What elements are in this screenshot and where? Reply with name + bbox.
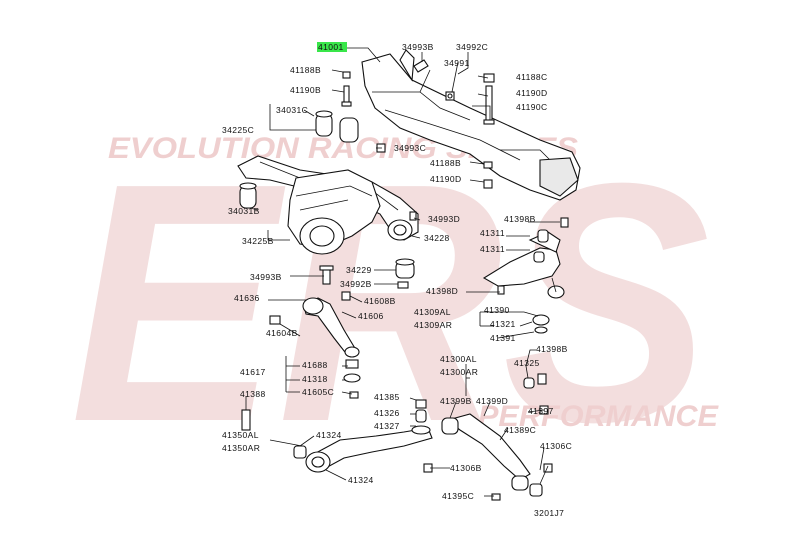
label-41190d-mid[interactable]: 41190D xyxy=(430,174,462,184)
label-41188b-top[interactable]: 41188B xyxy=(290,65,321,75)
label-41188c[interactable]: 41188C xyxy=(516,72,548,82)
label-41318[interactable]: 41318 xyxy=(302,374,328,384)
bushings xyxy=(239,110,415,279)
label-34993b-lower[interactable]: 34993B xyxy=(250,272,282,282)
label-41608b[interactable]: 41608B xyxy=(364,296,396,306)
label-41300al[interactable]: 41300AL xyxy=(440,354,477,364)
label-41188b-mid[interactable]: 41188B xyxy=(430,158,461,168)
label-41190b[interactable]: 41190B xyxy=(290,85,321,95)
watermark-logo: ERS xyxy=(70,113,712,493)
label-41605c[interactable]: 41605C xyxy=(302,387,334,397)
label-41190c[interactable]: 41190C xyxy=(516,102,548,112)
toe-control-arm-part xyxy=(269,291,361,399)
label-41399b[interactable]: 41399B xyxy=(440,396,472,406)
label-41001[interactable]: 41001 xyxy=(318,42,344,52)
label-41390[interactable]: 41390 xyxy=(484,305,510,315)
label-41397[interactable]: 41397 xyxy=(528,406,554,416)
label-41604b[interactable]: 41604B xyxy=(266,328,298,338)
label-41399d[interactable]: 41399D xyxy=(476,396,508,406)
label-41350ar[interactable]: 41350AR xyxy=(222,443,260,453)
label-41311-a[interactable]: 41311 xyxy=(480,228,505,238)
label-41321[interactable]: 41321 xyxy=(490,319,516,329)
label-41326[interactable]: 41326 xyxy=(374,408,400,418)
label-41324-b[interactable]: 41324 xyxy=(348,475,374,485)
label-34225c[interactable]: 34225C xyxy=(222,125,254,135)
label-34993d[interactable]: 34993D xyxy=(428,214,460,224)
label-34993c[interactable]: 34993C xyxy=(394,143,426,153)
label-41309ar[interactable]: 41309AR xyxy=(414,320,452,330)
label-41636[interactable]: 41636 xyxy=(234,293,260,303)
label-41391[interactable]: 41391 xyxy=(490,333,516,343)
label-41311-b[interactable]: 41311 xyxy=(480,244,505,254)
label-41190d-top[interactable]: 41190D xyxy=(516,88,548,98)
label-41324-a[interactable]: 41324 xyxy=(316,430,342,440)
label-34228[interactable]: 34228 xyxy=(424,233,450,243)
label-41350al[interactable]: 41350AL xyxy=(222,430,259,440)
label-41398d[interactable]: 41398D xyxy=(426,286,458,296)
label-34992c[interactable]: 34992C xyxy=(456,42,488,52)
highlight-41001 xyxy=(317,42,347,52)
label-41389c[interactable]: 41389C xyxy=(504,425,536,435)
label-34991[interactable]: 34991 xyxy=(444,58,470,68)
label-41617[interactable]: 41617 xyxy=(240,367,266,377)
label-34031b[interactable]: 34031B xyxy=(228,206,260,216)
watermark-line2: PERFORMANCE xyxy=(478,400,719,433)
trailing-arm-part xyxy=(241,399,433,473)
label-41606[interactable]: 41606 xyxy=(358,311,384,321)
label-41398b-lower[interactable]: 41398B xyxy=(536,344,568,354)
label-41306c[interactable]: 41306C xyxy=(540,441,572,451)
label-41688[interactable]: 41688 xyxy=(302,360,328,370)
label-34229[interactable]: 34229 xyxy=(346,265,372,275)
label-34992b[interactable]: 34992B xyxy=(340,279,372,289)
label-41327[interactable]: 41327 xyxy=(374,421,400,431)
label-41325[interactable]: 41325 xyxy=(514,358,540,368)
differential-part xyxy=(287,169,381,255)
label-41300ar[interactable]: 41300AR xyxy=(440,367,478,377)
label-41395c[interactable]: 41395C xyxy=(442,491,474,501)
label-41306b[interactable]: 41306B xyxy=(450,463,482,473)
label-41398b[interactable]: 41398B xyxy=(504,214,536,224)
lower-arm-part xyxy=(423,373,553,501)
label-41385[interactable]: 41385 xyxy=(374,392,400,402)
label-34225b[interactable]: 34225B xyxy=(242,236,274,246)
label-41309al[interactable]: 41309AL xyxy=(414,307,451,317)
label-41388[interactable]: 41388 xyxy=(240,389,266,399)
upper-control-arm-part xyxy=(482,217,569,334)
label-34993b-top[interactable]: 34993B xyxy=(402,42,434,52)
leader-lines xyxy=(245,47,560,497)
part-labels: 41001 34993B 34992C 41188B 34991 41188C … xyxy=(222,42,572,518)
diagram-code: 3201J7 xyxy=(534,508,564,518)
label-34031c[interactable]: 34031C xyxy=(276,105,308,115)
